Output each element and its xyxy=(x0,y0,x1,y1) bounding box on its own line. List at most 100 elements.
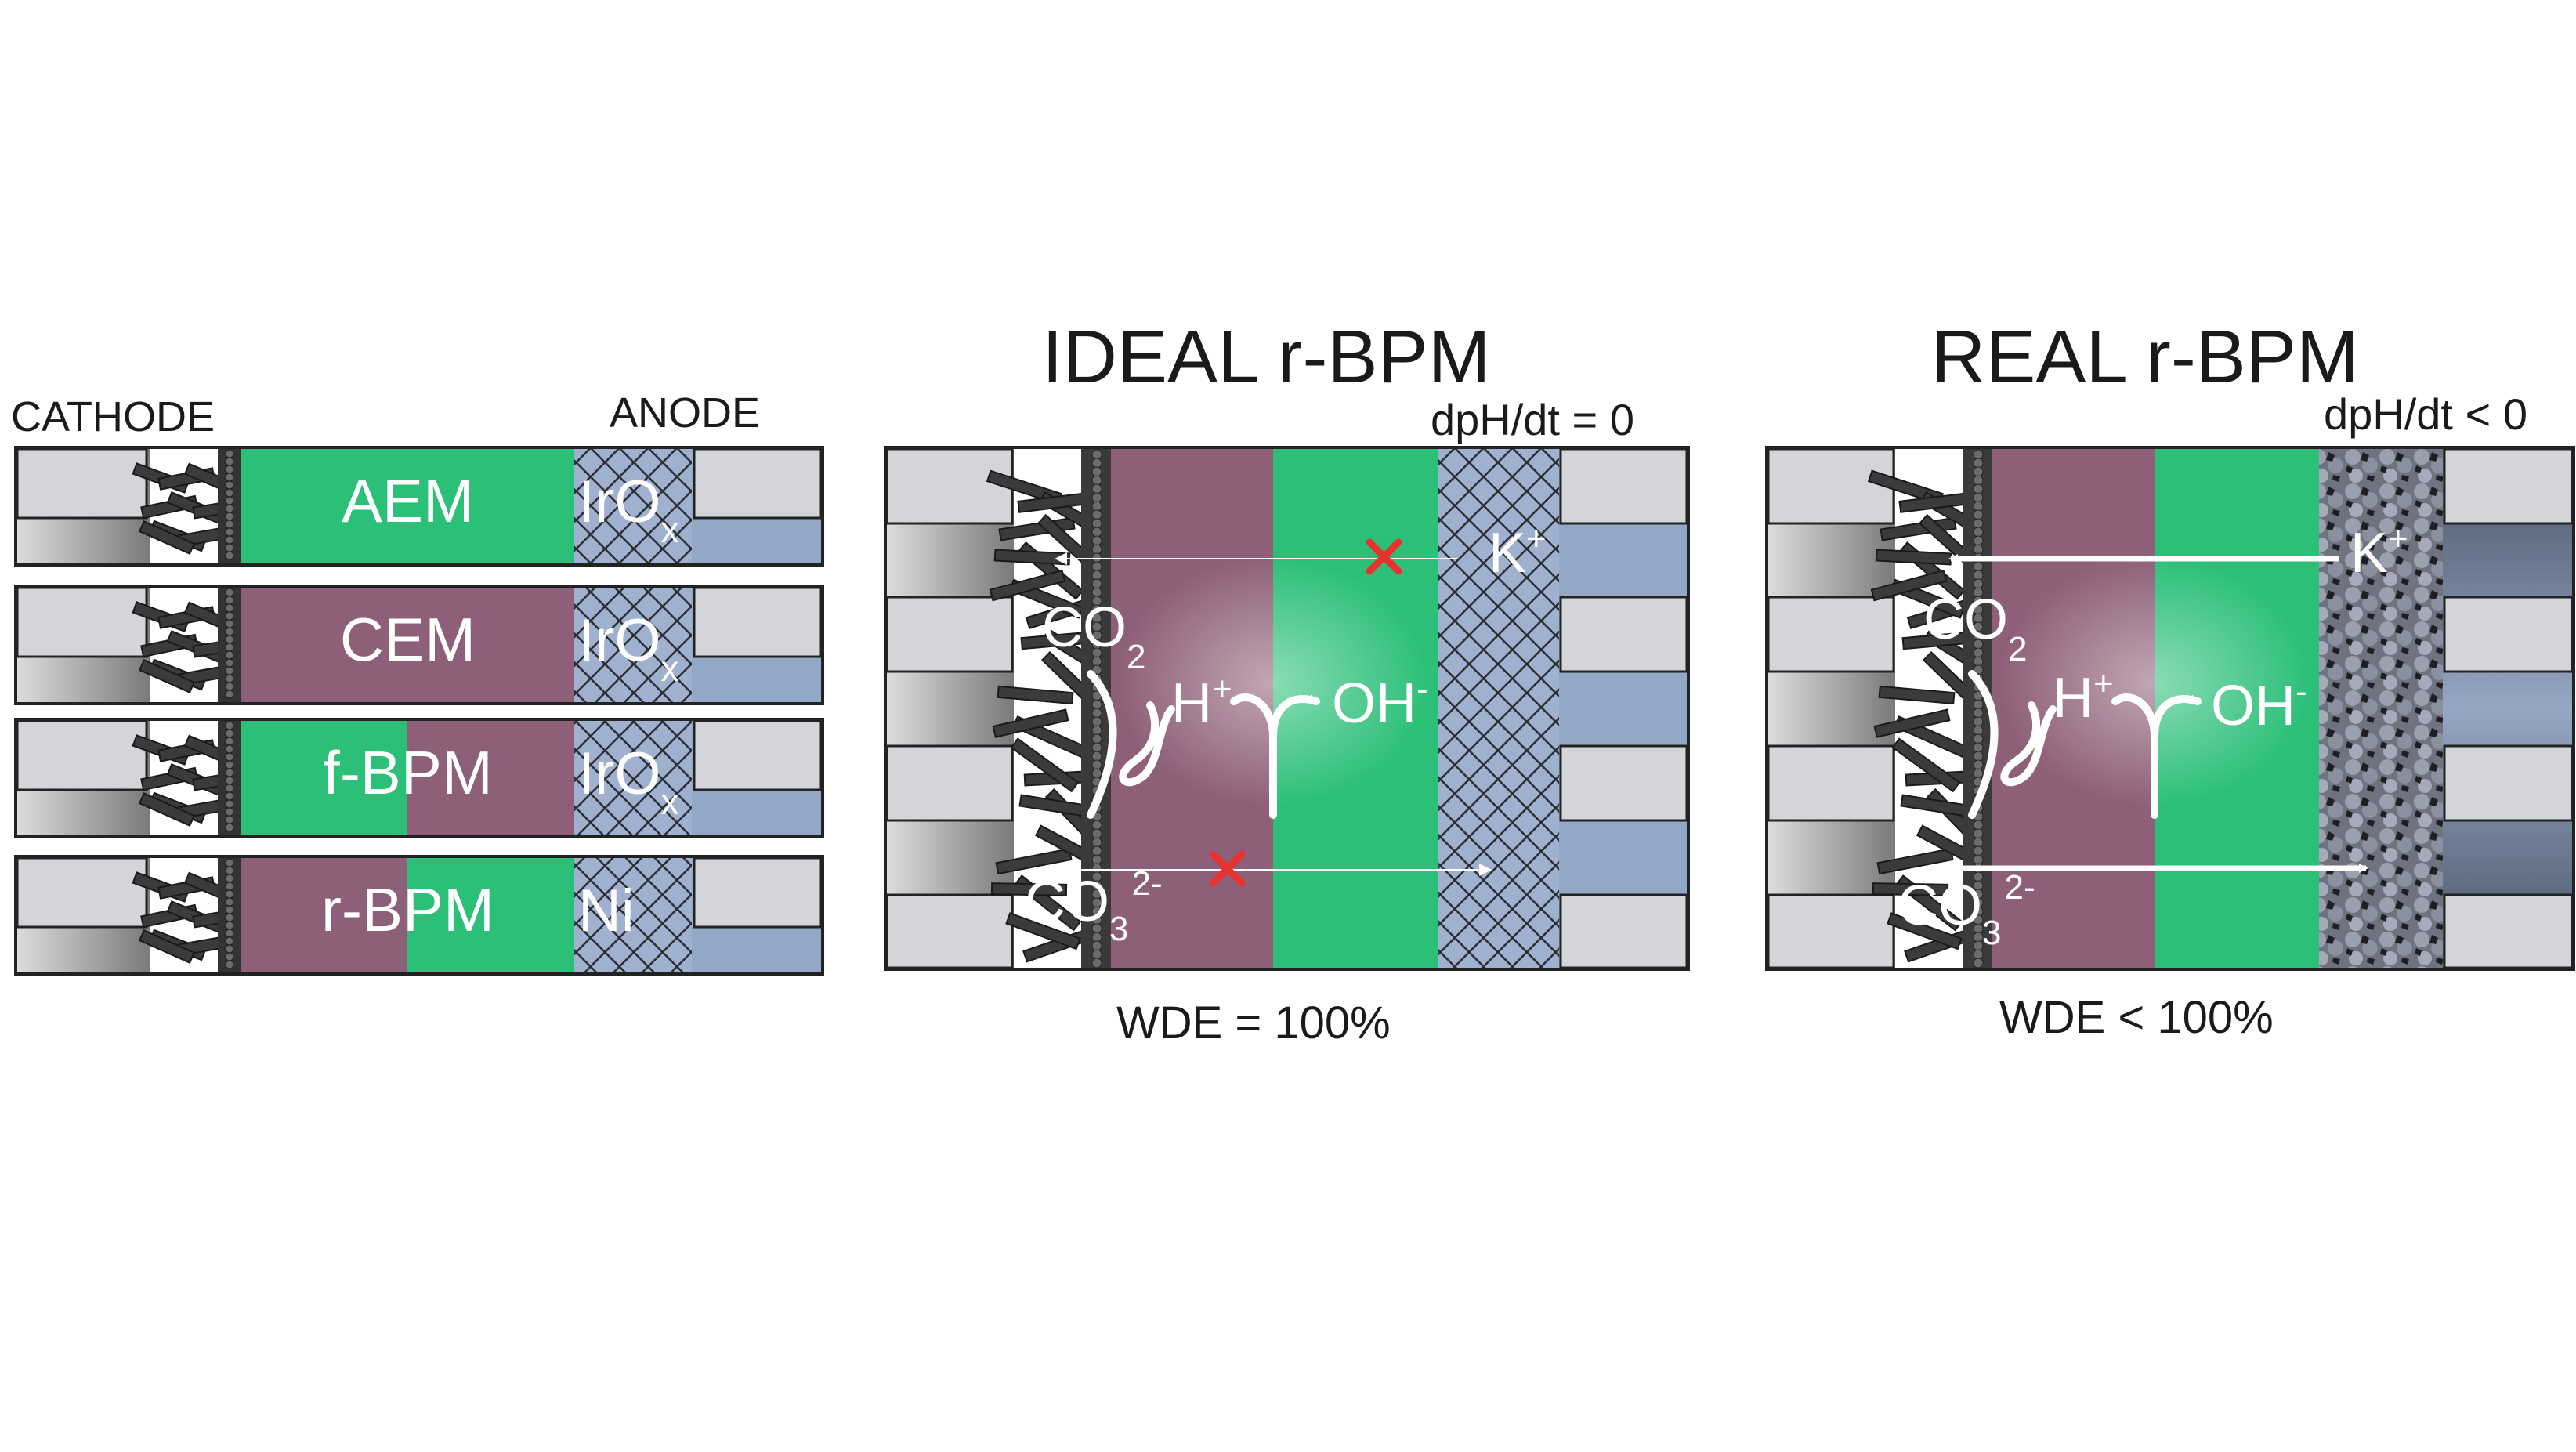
catalyst-particle xyxy=(1973,854,1984,865)
ideal-reaction-arrows xyxy=(1087,670,1320,819)
ideal-co3-blocked-cross xyxy=(1209,850,1246,887)
catalyst-particle xyxy=(1091,466,1102,477)
catalyst-particle xyxy=(1973,768,1984,779)
catalyst-particle xyxy=(1091,725,1102,736)
catalyst-particle xyxy=(1973,820,1984,831)
catalyst-particle xyxy=(1973,733,1984,744)
carbon-fiber xyxy=(1873,708,1951,738)
carbon-fiber xyxy=(1872,882,1949,896)
real-cathode-gdl xyxy=(1867,469,1995,963)
ideal-oh-label: OH- xyxy=(1332,670,1428,735)
carbon-fiber xyxy=(1870,569,1948,602)
ideal-co2-label: CO2 xyxy=(1042,596,1145,676)
catalyst-particle xyxy=(1091,768,1102,779)
catalyst-particle xyxy=(1973,449,1984,460)
catalyst-particle xyxy=(1091,570,1102,581)
anode-mesh xyxy=(574,449,692,563)
catalyst-particle xyxy=(1091,845,1102,856)
catalyst-particle xyxy=(1973,509,1984,520)
carbon-fiber xyxy=(138,929,196,964)
anode-mesh xyxy=(574,858,692,972)
catalyst-particle xyxy=(1091,527,1102,538)
carbon-fiber xyxy=(990,882,1068,896)
ideal-k-label: K+ xyxy=(1489,520,1547,585)
catalyst-particle xyxy=(1973,544,1984,555)
catalyst-particle xyxy=(1973,518,1984,529)
catalyst-particle xyxy=(1091,544,1102,555)
cell-row-r-bpm: r-BPM Ni xyxy=(14,855,824,976)
real-co3-label: CO32- xyxy=(1898,868,2035,952)
catalyst-particle xyxy=(1973,475,1984,486)
real-panel: REAL r-BPM dpH/dt < 0 K+ CO2 H+ OH- xyxy=(1765,315,2575,1043)
catalyst-particle xyxy=(1091,733,1102,744)
membrane-label: r-BPM xyxy=(321,875,494,944)
ideal-dph-label: dpH/dt = 0 xyxy=(1431,395,1634,444)
real-reaction-arrows xyxy=(1968,670,2202,819)
catalyst-particle xyxy=(1091,828,1102,839)
real-catalyst-layer xyxy=(1973,449,1984,969)
catalyst-particle xyxy=(1091,716,1102,727)
catalyst-particle xyxy=(1091,958,1102,969)
cell-row-cem: CEM IrOx xyxy=(14,585,824,705)
catalyst-particle xyxy=(1091,518,1102,529)
anode-catalyst-label: IrOx xyxy=(578,607,679,689)
catalyst-particle xyxy=(1091,759,1102,770)
catalyst-particle xyxy=(1091,509,1102,520)
catalyst-particle xyxy=(1973,751,1984,762)
anode-catalyst-label: IrOx xyxy=(578,469,679,550)
catalyst-particle xyxy=(1973,837,1984,848)
catalyst-particle xyxy=(1091,820,1102,831)
catalyst-particle xyxy=(1973,742,1984,753)
ideal-panel: IDEAL r-BPM dpH/dt = 0 xyxy=(884,315,1690,1048)
catalyst-particle xyxy=(1091,535,1102,546)
carbon-fiber xyxy=(997,685,1074,705)
catalyst-particle xyxy=(1091,483,1102,494)
cell-row-aem: AEM IrOx xyxy=(14,446,824,567)
catalyst-particle xyxy=(1973,759,1984,770)
carbon-fiber xyxy=(138,792,196,827)
catalyst-particle xyxy=(1091,449,1102,460)
catalyst-particle xyxy=(1091,708,1102,719)
catalyst-particle xyxy=(1973,535,1984,546)
carbon-fiber xyxy=(989,569,1066,602)
real-co2-label: CO2 xyxy=(1923,588,2027,668)
real-h-label: H+ xyxy=(2053,664,2114,730)
catalyst-particle xyxy=(1091,940,1102,951)
real-dph-label: dpH/dt < 0 xyxy=(2324,389,2527,439)
anode-mesh xyxy=(574,721,692,835)
catalyst-particle xyxy=(1091,501,1102,512)
carbon-fiber xyxy=(1891,737,1961,793)
carbon-fiber xyxy=(1878,685,1956,705)
catalyst-particle xyxy=(1091,578,1102,589)
membrane-label: CEM xyxy=(340,605,476,674)
catalyst-particle xyxy=(1091,751,1102,762)
anode-catalyst-label: Ni xyxy=(578,878,635,944)
real-title: REAL r-BPM xyxy=(1931,315,2359,399)
catalyst-particle xyxy=(1973,527,1984,538)
ideal-co3-label: CO32- xyxy=(1025,864,1163,948)
catalyst-particle xyxy=(1973,561,1984,572)
catalyst-particle xyxy=(1973,466,1984,477)
carbon-fiber xyxy=(1887,912,1963,950)
catalyst-particle xyxy=(1091,475,1102,486)
catalyst-particle xyxy=(1973,699,1984,710)
catalyst-particle xyxy=(1091,854,1102,865)
anode-label: ANODE xyxy=(610,389,760,436)
catalyst-particle xyxy=(1973,458,1984,469)
real-wde-label: WDE < 100% xyxy=(1999,992,2274,1043)
ideal-wde-label: WDE = 100% xyxy=(1116,998,1391,1048)
catalyst-particle xyxy=(1973,716,1984,727)
ideal-anode-mesh xyxy=(1438,449,1559,968)
catalyst-particle xyxy=(1973,958,1984,969)
real-oh-label: OH- xyxy=(2211,672,2307,737)
catalyst-particle xyxy=(1973,501,1984,512)
carbon-fiber xyxy=(1010,737,1080,793)
membrane-label: AEM xyxy=(342,466,474,535)
catalyst-particle xyxy=(1091,837,1102,848)
catalyst-particle xyxy=(1091,742,1102,753)
carbon-fiber xyxy=(138,659,196,693)
catalyst-particle xyxy=(1973,708,1984,719)
carbon-fiber xyxy=(1005,912,1081,950)
